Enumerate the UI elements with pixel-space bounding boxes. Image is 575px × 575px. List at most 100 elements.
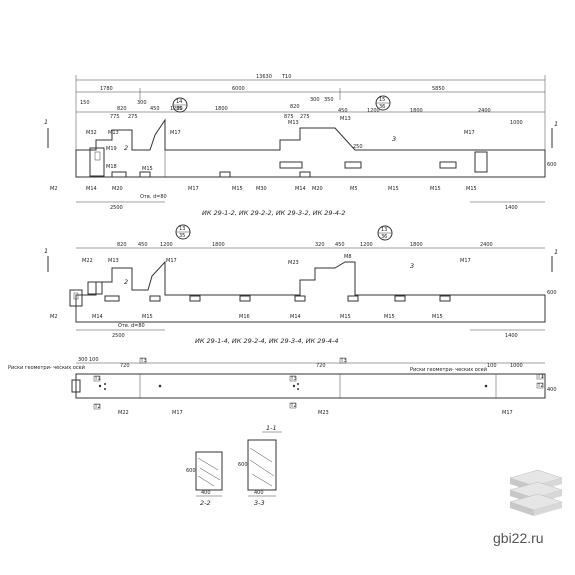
dim: 2400 bbox=[480, 242, 493, 248]
h-250: 250 bbox=[353, 144, 363, 150]
section-mark-left: 1 bbox=[44, 118, 48, 126]
dim-775: 775 bbox=[110, 114, 120, 120]
mark: М15 bbox=[232, 186, 243, 192]
mark: М19 bbox=[106, 146, 117, 152]
mid-hole-note: Отв. d=80 bbox=[118, 323, 145, 329]
mark: М32 bbox=[86, 130, 97, 136]
mark: М13 bbox=[288, 120, 299, 126]
tag: Т2 bbox=[94, 404, 101, 410]
mark: М22 bbox=[82, 258, 93, 264]
mark: М17 bbox=[188, 186, 199, 192]
dim: 320 bbox=[315, 242, 325, 248]
section-1-1-title: 1-1 bbox=[266, 424, 277, 432]
top-view-title: ИК 29-1-2, ИК 29-2-2, ИК 29-3-2, ИК 29-4… bbox=[202, 209, 346, 217]
circle-bottom: 36 bbox=[381, 234, 387, 240]
tag: Т3 bbox=[290, 376, 297, 382]
mark: М18 bbox=[106, 164, 117, 170]
circle-bottom: 35 bbox=[179, 233, 185, 239]
dim: 720 bbox=[120, 363, 130, 369]
logo-icon bbox=[509, 469, 563, 516]
note-right: Риски геометри- ческих осей bbox=[410, 366, 487, 373]
tag: Т3 bbox=[140, 358, 147, 364]
dim: 100 bbox=[89, 357, 99, 363]
mid-width-right: 1400 bbox=[505, 333, 518, 339]
mid-view-title: ИК 29-1-4, ИК 29-2-4, ИК 29-3-4, ИК 29-4… bbox=[195, 337, 339, 345]
circle1-bottom: 35 bbox=[176, 106, 182, 112]
dim-1800: 1800 bbox=[215, 106, 228, 112]
mark: М17 bbox=[502, 410, 513, 416]
circle1-top: 14 bbox=[176, 99, 182, 105]
dim-6000: 6000 bbox=[232, 86, 245, 92]
dim-300: 300 bbox=[137, 100, 147, 106]
mark: М17 bbox=[170, 130, 181, 136]
mark: М20 bbox=[112, 186, 123, 192]
mark: М14 bbox=[92, 314, 103, 320]
height-600: 600 bbox=[547, 162, 557, 168]
dim-1200: 1200 bbox=[170, 106, 183, 112]
dim: 450 bbox=[138, 242, 148, 248]
mark: М20 bbox=[312, 186, 323, 192]
circle2-top: 15 bbox=[379, 97, 385, 103]
dim: 100 bbox=[487, 363, 497, 369]
mark: М14 bbox=[290, 314, 301, 320]
dim-2400: 2400 bbox=[478, 108, 491, 114]
width-right: 1400 bbox=[505, 205, 518, 211]
mark: М22 bbox=[118, 410, 129, 416]
mark: М17 bbox=[172, 410, 183, 416]
overall-tag: Т10 bbox=[281, 74, 291, 80]
dim: 720 bbox=[316, 363, 326, 369]
mark: М15 bbox=[340, 314, 351, 320]
dim-150: 150 bbox=[80, 100, 90, 106]
dim: 300 bbox=[78, 357, 88, 363]
dim-1800b: 1800 bbox=[410, 108, 423, 114]
mark: М17 bbox=[460, 258, 471, 264]
mid-section-right: 1 bbox=[554, 248, 558, 256]
section-right-label: 3-3 bbox=[254, 499, 265, 507]
mark: М15 bbox=[142, 166, 153, 172]
mark: М23 bbox=[318, 410, 329, 416]
mid-height: 600 bbox=[547, 290, 557, 296]
mark: М13 bbox=[108, 258, 119, 264]
mark: М15 bbox=[466, 186, 477, 192]
mark: М30 bbox=[256, 186, 267, 192]
dim: 820 bbox=[117, 242, 127, 248]
dim-1780: 1780 bbox=[100, 86, 113, 92]
mid-view: 820 450 1200 1800 320 450 1200 1800 2400… bbox=[44, 224, 558, 345]
mark: М17 bbox=[166, 258, 177, 264]
cross-sections: 1-1 600 400 2-2 600 400 3-3 bbox=[186, 424, 282, 507]
logo-text[interactable]: gbi22.ru bbox=[493, 530, 544, 546]
mark: М2 bbox=[50, 314, 58, 320]
tag: Т2 bbox=[290, 403, 297, 409]
tag: Т1 bbox=[537, 374, 544, 380]
mark: М8 bbox=[344, 254, 352, 260]
section-left-height: 600 bbox=[186, 468, 196, 474]
section-left-label: 2-2 bbox=[200, 499, 211, 507]
mark: М13 bbox=[340, 116, 351, 122]
dim-450: 450 bbox=[150, 106, 160, 112]
mark: М17 bbox=[464, 130, 475, 136]
tag: Т2 bbox=[537, 383, 544, 389]
mark: М15 bbox=[432, 314, 443, 320]
mark: М15 bbox=[430, 186, 441, 192]
dim-875: 875 bbox=[284, 114, 294, 120]
bottom-view: Риски геометри- ческих осей Риски геомет… bbox=[8, 357, 557, 416]
dim-275b: 275 bbox=[300, 114, 310, 120]
mark: М14 bbox=[86, 186, 97, 192]
mid-section-left: 1 bbox=[44, 247, 48, 255]
circle2-bottom: 36 bbox=[379, 104, 385, 110]
dim-1000: 1000 bbox=[510, 120, 523, 126]
mid-width-left: 2500 bbox=[112, 333, 125, 339]
dim-820b: 820 bbox=[290, 104, 300, 110]
mark: М15 bbox=[388, 186, 399, 192]
mark: М14 bbox=[295, 186, 306, 192]
dim-1200b: 1200 bbox=[367, 108, 380, 114]
dim-300b: 300 bbox=[310, 97, 320, 103]
circle-top: 13 bbox=[179, 226, 185, 232]
mark: М5 bbox=[350, 186, 358, 192]
dim: 1200 bbox=[360, 242, 373, 248]
bottom-height: 400 bbox=[547, 387, 557, 393]
dim-450b: 450 bbox=[338, 108, 348, 114]
section-3-top: 3 bbox=[392, 135, 396, 143]
